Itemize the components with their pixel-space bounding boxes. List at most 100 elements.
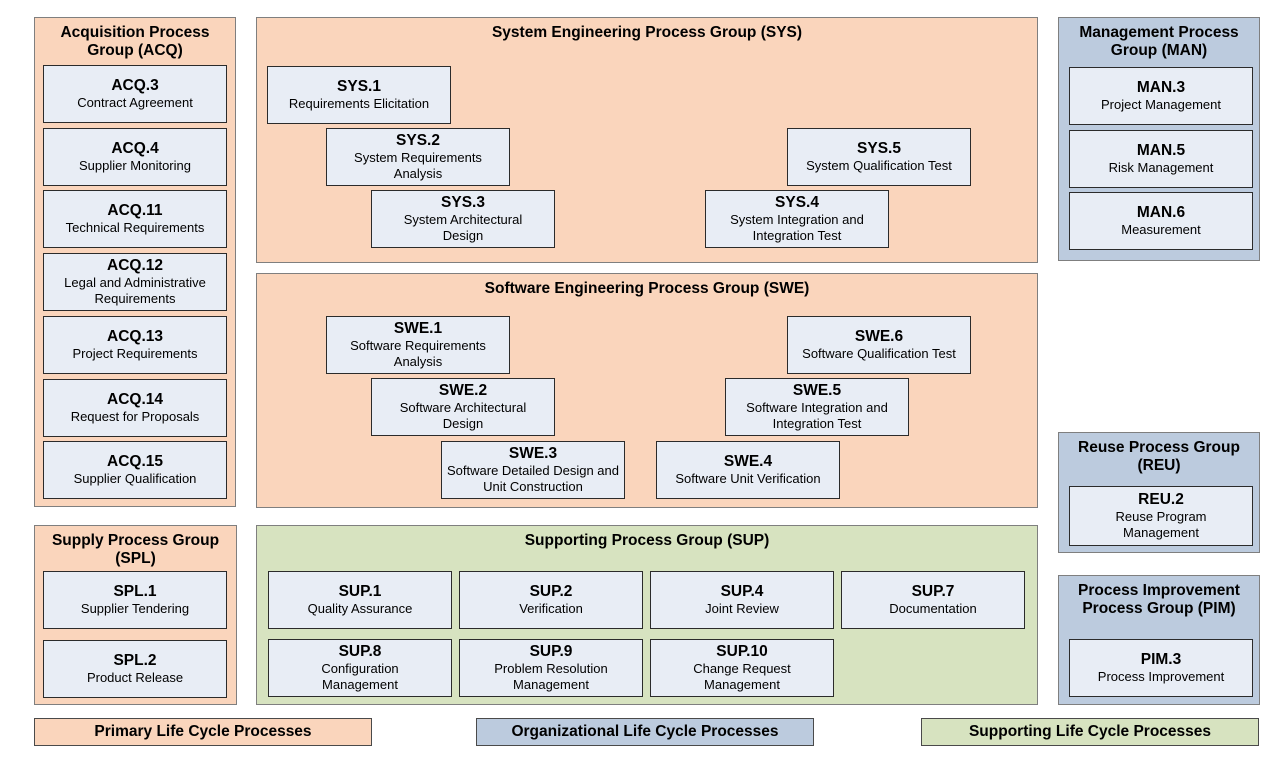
process-id: SUP.9 bbox=[529, 643, 573, 660]
process-id: ACQ.12 bbox=[107, 257, 163, 274]
process-name: Supplier Monitoring bbox=[78, 158, 191, 173]
process-name: Requirements Elicitation bbox=[288, 96, 430, 111]
process-box-sys-4[interactable]: SYS.4 System Integration and Integration… bbox=[705, 190, 889, 248]
process-id: ACQ.3 bbox=[111, 77, 159, 94]
process-box-acq-3[interactable]: ACQ.3 Contract Agreement bbox=[43, 65, 227, 123]
spl-group-title: Supply Process Group (SPL) bbox=[51, 532, 220, 567]
process-box-sup-2[interactable]: SUP.2 Verification bbox=[459, 571, 643, 629]
process-name: Technical Requirements bbox=[65, 220, 205, 235]
process-box-acq-15[interactable]: ACQ.15 Supplier Qualification bbox=[43, 441, 227, 499]
process-box-man-5[interactable]: MAN.5 Risk Management bbox=[1069, 130, 1253, 188]
process-id: REU.2 bbox=[1138, 491, 1184, 508]
process-name: Project Requirements bbox=[72, 346, 198, 361]
process-name: System Architectural Design bbox=[403, 212, 523, 243]
process-id: SUP.1 bbox=[338, 583, 382, 600]
process-id: SWE.1 bbox=[393, 320, 443, 337]
process-name: Software Architectural Design bbox=[399, 400, 527, 431]
process-name: Supplier Tendering bbox=[80, 601, 190, 616]
process-box-sup-9[interactable]: SUP.9 Problem Resolution Management bbox=[459, 639, 643, 697]
process-name: Software Requirements Analysis bbox=[350, 338, 486, 369]
process-name: Process Improvement bbox=[1097, 669, 1225, 684]
process-box-sys-3[interactable]: SYS.3 System Architectural Design bbox=[371, 190, 555, 248]
process-id: SPL.2 bbox=[113, 652, 157, 669]
process-box-sup-10[interactable]: SUP.10 Change Request Management bbox=[650, 639, 834, 697]
process-name: Quality Assurance bbox=[307, 601, 413, 616]
process-id: PIM.3 bbox=[1140, 651, 1182, 668]
process-box-sup-8[interactable]: SUP.8 Configuration Management bbox=[268, 639, 452, 697]
process-name: Software Qualification Test bbox=[802, 346, 956, 361]
process-name: Supplier Qualification bbox=[73, 471, 197, 486]
process-box-pim-3[interactable]: PIM.3 Process Improvement bbox=[1069, 639, 1253, 697]
process-box-acq-14[interactable]: ACQ.14 Request for Proposals bbox=[43, 379, 227, 437]
process-name: System Requirements Analysis bbox=[354, 150, 482, 181]
process-id: MAN.6 bbox=[1136, 204, 1186, 221]
process-name: Request for Proposals bbox=[70, 409, 200, 424]
process-name: Configuration Management bbox=[321, 661, 399, 692]
man-group-title: Management Process Group (MAN) bbox=[1079, 24, 1239, 59]
process-box-swe-5[interactable]: SWE.5 Software Integration and Integrati… bbox=[725, 378, 909, 436]
process-box-reu-2[interactable]: REU.2 Reuse Program Management bbox=[1069, 486, 1253, 546]
process-box-acq-12[interactable]: ACQ.12 Legal and Administrative Requirem… bbox=[43, 253, 227, 311]
pim-group: Process Improvement Process Group (PIM) … bbox=[1058, 575, 1260, 705]
process-box-spl-1[interactable]: SPL.1 Supplier Tendering bbox=[43, 571, 227, 629]
process-box-sup-1[interactable]: SUP.1 Quality Assurance bbox=[268, 571, 452, 629]
process-id: ACQ.4 bbox=[111, 140, 159, 157]
acq-group: Acquisition Process Group (ACQ) ACQ.3 Co… bbox=[34, 17, 236, 507]
process-name: Joint Review bbox=[705, 601, 779, 616]
man-group: Management Process Group (MAN) MAN.3 Pro… bbox=[1058, 17, 1260, 261]
process-box-swe-4[interactable]: SWE.4 Software Unit Verification bbox=[656, 441, 840, 499]
process-name: Change Request Management bbox=[693, 661, 791, 692]
reu-group-title: Reuse Process Group (REU) bbox=[1078, 439, 1240, 474]
process-box-sup-4[interactable]: SUP.4 Joint Review bbox=[650, 571, 834, 629]
process-name: Project Management bbox=[1101, 97, 1221, 112]
process-name: Reuse Program Management bbox=[1115, 509, 1207, 540]
process-name: Risk Management bbox=[1108, 160, 1214, 175]
process-name: Measurement bbox=[1121, 222, 1201, 237]
sup-group-title: Supporting Process Group (SUP) bbox=[524, 532, 770, 549]
sys-group: System Engineering Process Group (SYS) S… bbox=[256, 17, 1038, 263]
acq-group-title: Acquisition Process Group (ACQ) bbox=[60, 24, 210, 59]
process-id: ACQ.14 bbox=[107, 391, 163, 408]
process-box-swe-3[interactable]: SWE.3 Software Detailed Design and Unit … bbox=[441, 441, 625, 499]
process-id: SUP.8 bbox=[338, 643, 382, 660]
process-id: SWE.3 bbox=[508, 445, 558, 462]
process-id: SUP.4 bbox=[720, 583, 764, 600]
process-box-sup-7[interactable]: SUP.7 Documentation bbox=[841, 571, 1025, 629]
swe-group: Software Engineering Process Group (SWE)… bbox=[256, 273, 1038, 508]
sup-group: Supporting Process Group (SUP) SUP.1 Qua… bbox=[256, 525, 1038, 705]
process-box-spl-2[interactable]: SPL.2 Product Release bbox=[43, 640, 227, 698]
process-name: Software Unit Verification bbox=[675, 471, 821, 486]
process-name: Legal and Administrative Requirements bbox=[64, 275, 206, 306]
process-box-man-6[interactable]: MAN.6 Measurement bbox=[1069, 192, 1253, 250]
process-id: ACQ.15 bbox=[107, 453, 163, 470]
legend-primary: Primary Life Cycle Processes bbox=[34, 718, 372, 746]
process-box-sys-2[interactable]: SYS.2 System Requirements Analysis bbox=[326, 128, 510, 186]
process-box-acq-13[interactable]: ACQ.13 Project Requirements bbox=[43, 316, 227, 374]
process-name: Product Release bbox=[86, 670, 184, 685]
process-box-man-3[interactable]: MAN.3 Project Management bbox=[1069, 67, 1253, 125]
process-box-swe-6[interactable]: SWE.6 Software Qualification Test bbox=[787, 316, 971, 374]
pim-group-title: Process Improvement Process Group (PIM) bbox=[1078, 582, 1240, 617]
process-id: SWE.4 bbox=[723, 453, 773, 470]
process-id: SWE.2 bbox=[438, 382, 488, 399]
swe-group-title: Software Engineering Process Group (SWE) bbox=[484, 280, 810, 297]
legend-organizational: Organizational Life Cycle Processes bbox=[476, 718, 814, 746]
process-box-acq-11[interactable]: ACQ.11 Technical Requirements bbox=[43, 190, 227, 248]
process-id: SWE.6 bbox=[854, 328, 904, 345]
process-box-swe-2[interactable]: SWE.2 Software Architectural Design bbox=[371, 378, 555, 436]
process-id: MAN.5 bbox=[1136, 142, 1186, 159]
process-name: Contract Agreement bbox=[77, 95, 193, 110]
process-id: SYS.1 bbox=[337, 78, 381, 95]
process-name: System Integration and Integration Test bbox=[730, 212, 864, 243]
process-box-acq-4[interactable]: ACQ.4 Supplier Monitoring bbox=[43, 128, 227, 186]
process-id: SWE.5 bbox=[792, 382, 842, 399]
spl-group: Supply Process Group (SPL) SPL.1 Supplie… bbox=[34, 525, 237, 705]
process-box-sys-1[interactable]: SYS.1 Requirements Elicitation bbox=[267, 66, 451, 124]
process-box-sys-5[interactable]: SYS.5 System Qualification Test bbox=[787, 128, 971, 186]
process-box-swe-1[interactable]: SWE.1 Software Requirements Analysis bbox=[326, 316, 510, 374]
process-name: Software Detailed Design and Unit Constr… bbox=[447, 463, 619, 494]
process-name: Software Integration and Integration Tes… bbox=[746, 400, 888, 431]
reu-group: Reuse Process Group (REU) REU.2 Reuse Pr… bbox=[1058, 432, 1260, 553]
process-id: SUP.7 bbox=[911, 583, 955, 600]
process-name: Problem Resolution Management bbox=[494, 661, 608, 692]
